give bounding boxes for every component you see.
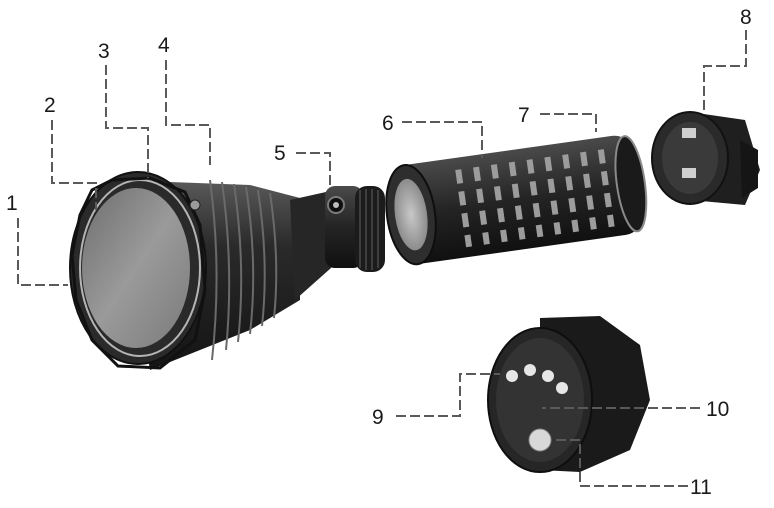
tube-body xyxy=(394,135,642,264)
callout-6: 6 xyxy=(382,112,394,135)
callout-1: 1 xyxy=(6,192,18,215)
contact-pin xyxy=(556,382,568,394)
callout-9: 9 xyxy=(372,406,384,429)
leader-5 xyxy=(296,152,331,188)
leader-1 xyxy=(17,218,68,286)
leader-4 xyxy=(165,60,211,165)
contact-plate xyxy=(394,178,428,251)
cooling-fins xyxy=(209,179,278,361)
bezel-screw xyxy=(189,199,201,211)
callout-11: 11 xyxy=(690,476,712,499)
tube-right-end xyxy=(614,135,648,233)
callout-3: 3 xyxy=(98,40,110,63)
tube-knurling xyxy=(455,149,615,248)
callout-2: 2 xyxy=(44,94,56,117)
tail-contact-lower xyxy=(682,168,696,178)
crenelated-crown xyxy=(70,176,207,370)
leader-11 xyxy=(552,439,688,487)
flashlight-head xyxy=(69,171,300,370)
leader-7 xyxy=(540,113,597,132)
battery-tube xyxy=(385,135,648,266)
callout-8: 8 xyxy=(740,6,752,29)
lens xyxy=(82,188,190,348)
contact-pin xyxy=(542,370,554,382)
callout-5: 5 xyxy=(274,142,286,165)
leader-lines xyxy=(17,30,747,487)
leader-2 xyxy=(51,120,97,210)
callout-7: 7 xyxy=(518,104,530,127)
center-contact xyxy=(528,428,552,452)
leader-6 xyxy=(402,121,483,158)
callout-labels: 1 2 3 4 5 6 7 8 9 10 11 xyxy=(6,6,752,499)
leader-9 xyxy=(396,373,500,417)
callout-4: 4 xyxy=(158,34,170,57)
contact-pin xyxy=(506,370,518,382)
leader-8 xyxy=(703,30,747,112)
tail-contact-upper xyxy=(682,128,696,138)
contact-pin xyxy=(524,364,536,376)
tail-cap xyxy=(651,111,760,205)
switch-neck xyxy=(290,186,385,300)
callout-10: 10 xyxy=(706,398,729,421)
leader-3 xyxy=(105,65,149,178)
tail-cap-detail xyxy=(487,316,650,473)
